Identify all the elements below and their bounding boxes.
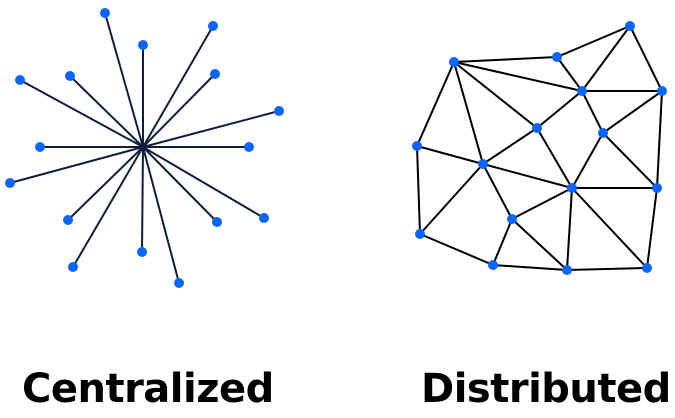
distributed-edge (536, 90, 583, 129)
distributed-edge (511, 187, 573, 220)
centralized-node (244, 142, 254, 152)
centralized-node (15, 75, 25, 85)
centralized-edge (141, 146, 144, 253)
distributed-node (625, 21, 635, 31)
distributed-node (567, 183, 577, 193)
centralized-edge (142, 110, 280, 148)
centralized-node (259, 213, 269, 223)
distributed-edge (602, 132, 658, 189)
centralized-edge (69, 75, 144, 148)
centralized-edge (19, 79, 144, 148)
centralized-node (65, 71, 75, 81)
distributed-edge (419, 163, 484, 235)
distributed-edge (453, 61, 538, 129)
distributed-node (415, 229, 425, 239)
centralized-edge (142, 146, 180, 284)
distributed-node (488, 260, 498, 270)
distributed-node (657, 86, 667, 96)
centralized-edge (142, 146, 218, 223)
distributed-node (478, 159, 488, 169)
distributed-edge (511, 218, 568, 271)
distributed-edge (482, 163, 513, 220)
centralized-label: Centralized (22, 366, 274, 412)
distributed-edge (482, 127, 538, 165)
distributed-node (562, 265, 572, 275)
distributed-node (577, 86, 587, 96)
distributed-edge (646, 187, 658, 269)
centralized-node (274, 106, 284, 116)
distributed-edge (566, 267, 648, 271)
distributed-node (642, 263, 652, 273)
centralized-node (100, 8, 110, 18)
centralized-node (35, 142, 45, 152)
distributed-node (412, 141, 422, 151)
distributed-node (532, 123, 542, 133)
distributed-edge (416, 145, 421, 235)
distributed-edge (492, 264, 568, 271)
centralized-node (208, 21, 218, 31)
distributed-edge (629, 25, 663, 92)
centralized-node (210, 69, 220, 79)
centralized-edge (67, 146, 144, 221)
centralized-edge (142, 25, 214, 148)
distributed-edge (581, 25, 631, 92)
distributed-edge (453, 56, 558, 63)
distributed-edge (416, 61, 455, 147)
distributed-edge (556, 25, 631, 58)
distributed-node (652, 183, 662, 193)
centralized-node (5, 178, 15, 188)
centralized-edge (9, 146, 144, 184)
distributed-edge (656, 90, 663, 189)
distributed-edge (492, 218, 513, 266)
distributed-edge (482, 163, 573, 189)
distributed-edge (419, 233, 494, 266)
centralized-edge (142, 146, 265, 219)
distributed-edge (571, 132, 604, 189)
distributed-edge (581, 90, 604, 134)
centralized-edge (104, 12, 144, 148)
distributed-edge (453, 61, 583, 92)
centralized-node (138, 40, 148, 50)
distributed-node (449, 57, 459, 67)
centralized-edge (142, 73, 216, 148)
distributed-node (552, 52, 562, 62)
distributed-edge (416, 145, 484, 165)
centralized-node (174, 278, 184, 288)
distributed-edge (536, 127, 573, 189)
distributed-edge (556, 56, 583, 92)
distributed-label: Distributed (421, 366, 671, 412)
distributed-node (598, 128, 608, 138)
centralized-edge (72, 146, 144, 268)
centralized-node (212, 217, 222, 227)
centralized-node (137, 247, 147, 257)
distributed-edge (453, 61, 484, 165)
distributed-edge (602, 90, 663, 134)
distributed-edge (566, 187, 573, 271)
centralized-node (63, 215, 73, 225)
distributed-node (507, 214, 517, 224)
centralized-node (68, 262, 78, 272)
distributed-edge (571, 187, 648, 269)
